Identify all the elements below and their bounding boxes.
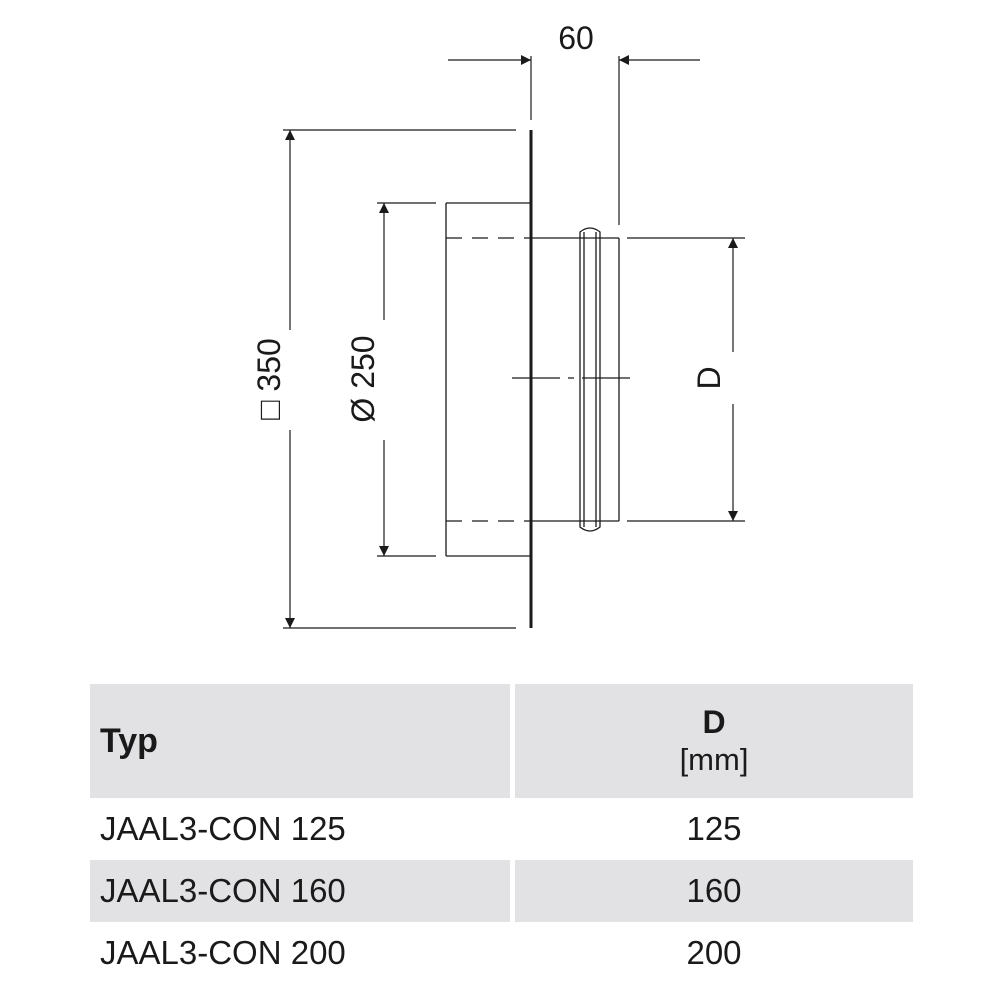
dimension-60-label: 60 [558, 20, 594, 56]
dimension-250 [377, 202, 436, 557]
row-typ: JAAL3-CON 200 [100, 934, 346, 971]
dimension-d [627, 237, 745, 522]
dimension-350 [283, 129, 516, 629]
header-d: D [mm] [515, 684, 913, 798]
dimension-60 [448, 55, 700, 225]
left-collar [445, 202, 531, 557]
table-row: JAAL3-CON 200 200 [90, 922, 913, 984]
table-row: JAAL3-CON 160 160 [90, 860, 913, 922]
header-gap [510, 684, 515, 798]
hidden-lines [446, 237, 531, 522]
row-typ: JAAL3-CON 160 [90, 860, 510, 922]
dimension-d-label: D [691, 366, 727, 389]
dimension-250-label: Ø 250 [345, 335, 381, 422]
header-d-unit: [mm] [679, 742, 749, 777]
header-d-label: D [702, 704, 726, 740]
dimension-350-label: □ 350 [251, 338, 287, 420]
technical-drawing: 60 □ 350 Ø 250 D [251, 20, 745, 629]
row-d-value: 160 [515, 860, 913, 922]
spec-table: Typ D [mm] JAAL3-CON 125 125 JAAL3-CON 1… [90, 684, 913, 984]
row-gap [510, 798, 515, 860]
table-row: JAAL3-CON 125 125 [90, 798, 913, 860]
row-d-value: 200 [686, 934, 742, 971]
row-gap [510, 860, 515, 922]
row-typ: JAAL3-CON 125 [100, 810, 346, 847]
row-gap [510, 922, 515, 984]
right-spigot [531, 227, 620, 532]
header-typ: Typ [90, 684, 510, 798]
row-d-value: 125 [686, 810, 742, 847]
table-header-row: Typ D [mm] [90, 684, 913, 798]
